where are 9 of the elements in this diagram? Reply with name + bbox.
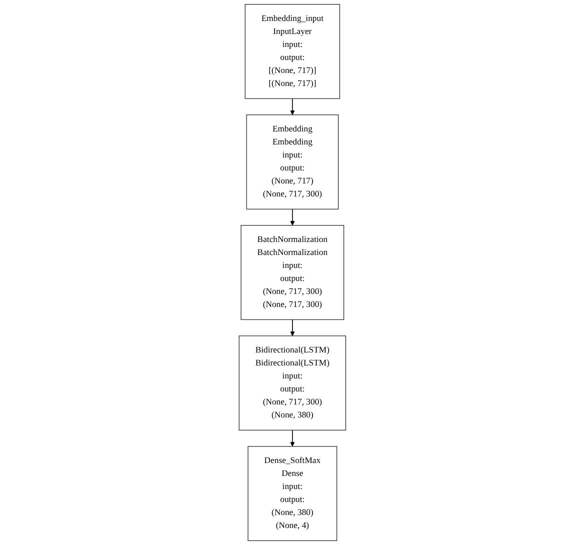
node-box: BatchNormalization BatchNormalization input: output: (None, 717, 300) (None, 717, 300) [240, 225, 344, 320]
node-box: Embedding_input InputLayer input: output: [(None, 717)] [(None, 717)] [244, 4, 340, 99]
node-box: Dense_SoftMax Dense input: output: (None, 380) (None, 4) [247, 446, 337, 541]
arrow [290, 430, 294, 447]
arrow [290, 319, 294, 336]
node-box: Embedding Embedding input: output: (None, 717) (None, 717, 300) [246, 114, 338, 210]
arrow [290, 98, 294, 116]
arrow [290, 208, 294, 226]
node-box: Bidirectional(LSTM) Bidirectional(LSTM) input: output: (None, 717, 300) (None, 380) [238, 336, 346, 430]
